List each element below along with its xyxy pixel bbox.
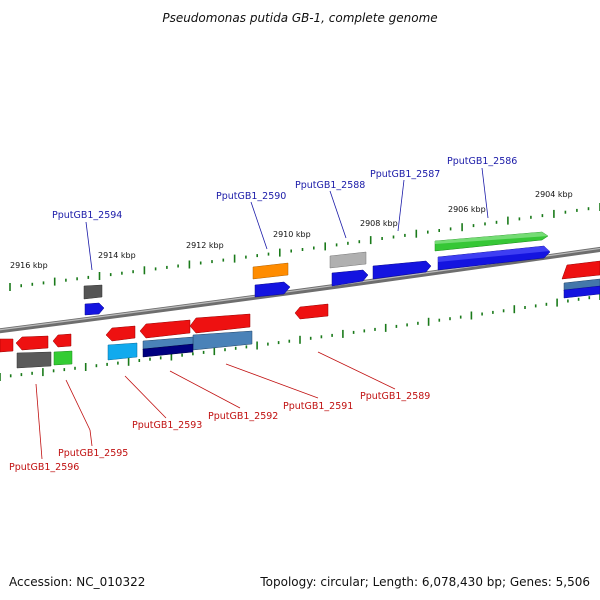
connector-2589 xyxy=(317,351,396,390)
connector-2587 xyxy=(397,179,405,232)
connector-2593 xyxy=(124,375,167,419)
gene-2592-navy[interactable] xyxy=(142,343,194,358)
top-scale-ticks xyxy=(9,203,600,291)
gene-2595[interactable] xyxy=(53,350,73,366)
gene-2588-gray[interactable] xyxy=(329,251,367,269)
label-2589[interactable]: PputGB1_2589 xyxy=(360,391,430,402)
gene-2590[interactable] xyxy=(254,281,291,298)
kbp-label-2914: 2914 kbp xyxy=(98,251,136,260)
label-2586[interactable]: PputGB1_2586 xyxy=(447,156,517,167)
label-2588[interactable]: PputGB1_2588 xyxy=(295,180,365,191)
gene-left-red-2[interactable] xyxy=(15,335,49,351)
connector-2595 xyxy=(65,379,91,431)
kbp-label-2912: 2912 kbp xyxy=(186,241,224,250)
gene-2591-steel[interactable] xyxy=(192,330,253,351)
kbp-label-2916: 2916 kbp xyxy=(10,261,48,270)
gene-2587[interactable] xyxy=(372,260,432,280)
gene-right-blue[interactable] xyxy=(563,285,600,299)
gene-2592-red[interactable] xyxy=(139,319,191,339)
gene-right-red[interactable] xyxy=(561,260,600,280)
label-2596[interactable]: PputGB1_2596 xyxy=(9,462,79,473)
gene-left-red-3[interactable] xyxy=(0,338,14,353)
kbp-label-2908: 2908 kbp xyxy=(360,219,398,228)
label-2595[interactable]: PputGB1_2595 xyxy=(58,448,128,459)
gene-2593-red[interactable] xyxy=(105,325,136,342)
kbp-label-2910: 2910 kbp xyxy=(273,230,311,239)
map-title: Pseudomonas putida GB-1, complete genome xyxy=(162,11,437,25)
kbp-label-2906: 2906 kbp xyxy=(448,205,486,214)
gene-blue-large-shade xyxy=(438,246,550,262)
connector-2590 xyxy=(250,201,268,250)
connector-2588 xyxy=(329,190,347,239)
topology-text: Topology: circular; Length: 6,078,430 bp… xyxy=(259,575,590,589)
bottom-scale-ticks xyxy=(0,292,600,381)
gene-2593[interactable] xyxy=(107,342,138,361)
connector-2594 xyxy=(85,221,93,271)
label-2593[interactable]: PputGB1_2593 xyxy=(132,420,202,431)
gene-2596[interactable] xyxy=(16,351,52,369)
connector-2595b xyxy=(89,429,93,447)
gene-2594[interactable] xyxy=(84,302,105,316)
connector-2591 xyxy=(225,363,319,399)
gene-orange[interactable] xyxy=(252,262,289,280)
gene-2591[interactable] xyxy=(189,313,251,334)
gene-2589[interactable] xyxy=(294,303,329,320)
label-2594[interactable]: PputGB1_2594 xyxy=(52,210,122,221)
label-2587[interactable]: PputGB1_2587 xyxy=(370,169,440,180)
connector-2586 xyxy=(481,167,489,219)
label-2592[interactable]: PputGB1_2592 xyxy=(208,411,278,422)
label-2590[interactable]: PputGB1_2590 xyxy=(216,191,286,202)
gene-2586-shade xyxy=(435,232,548,244)
gene-2594-gray[interactable] xyxy=(83,284,103,300)
gene-2588[interactable] xyxy=(331,269,369,287)
connector-2596 xyxy=(35,383,43,460)
accession-text: Accession: NC_010322 xyxy=(9,575,145,589)
kbp-label-2904: 2904 kbp xyxy=(535,190,573,199)
gene-left-red-1[interactable] xyxy=(52,333,72,348)
label-2591[interactable]: PputGB1_2591 xyxy=(283,401,353,412)
connector-2592 xyxy=(169,370,241,409)
